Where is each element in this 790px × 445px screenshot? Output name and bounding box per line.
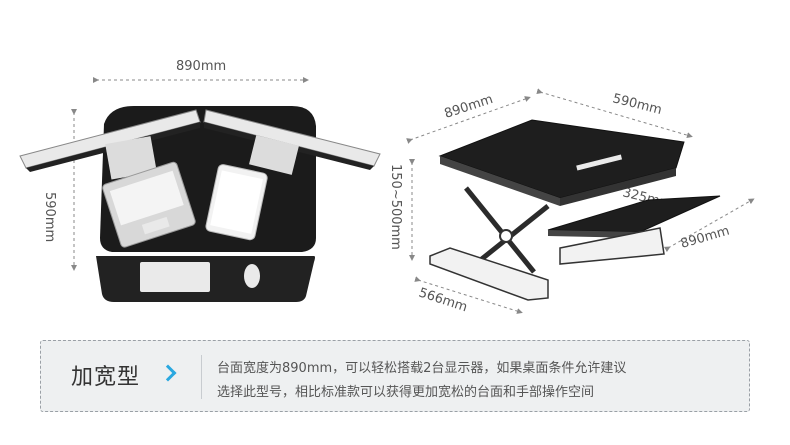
side-desk-top	[438, 119, 685, 199]
product-illustration: 890mm 590mm	[19, 59, 755, 316]
info-divider	[201, 355, 202, 399]
top-view-diagram: 890mm 590mm	[19, 59, 381, 302]
side-width-label: 890mm	[443, 92, 495, 122]
scissor-lift	[464, 186, 550, 274]
keyboard	[140, 262, 210, 292]
top-depth-label: 590mm	[42, 192, 57, 242]
side-depth-label: 590mm	[611, 91, 663, 118]
left-monitor	[19, 109, 201, 180]
info-description-line-1: 台面宽度为890mm，可以轻松搭载2台显示器，如果桌面条件允许建议	[217, 361, 627, 376]
right-monitor	[203, 109, 381, 175]
info-description-line-2: 选择此型号，相比标准款可以获得更加宽松的台面和手部操作空间	[217, 385, 595, 400]
laptop	[102, 161, 196, 248]
base-frame	[429, 247, 549, 301]
mouse	[244, 264, 260, 288]
side-view-diagram: 890mm 590mm 150~500mm 325mm 890mm 566mm	[388, 88, 755, 316]
keyboard-width-dimension-line	[663, 198, 755, 253]
tablet	[205, 164, 268, 241]
side-width-dimension-line	[406, 96, 531, 144]
height-range-label: 150~500mm	[388, 164, 403, 250]
info-panel: 加宽型 台面宽度为890mm，可以轻松搭载2台显示器，如果桌面条件允许建议 选择…	[40, 340, 750, 412]
base-depth-label: 566mm	[417, 286, 469, 316]
chevron-right-icon	[159, 364, 177, 382]
keyboard-width-label: 890mm	[679, 224, 731, 252]
side-keyboard-tray	[547, 195, 721, 233]
top-width-label: 890mm	[176, 59, 226, 74]
info-title: 加宽型	[71, 365, 141, 390]
side-depth-dimension-line	[536, 88, 693, 139]
